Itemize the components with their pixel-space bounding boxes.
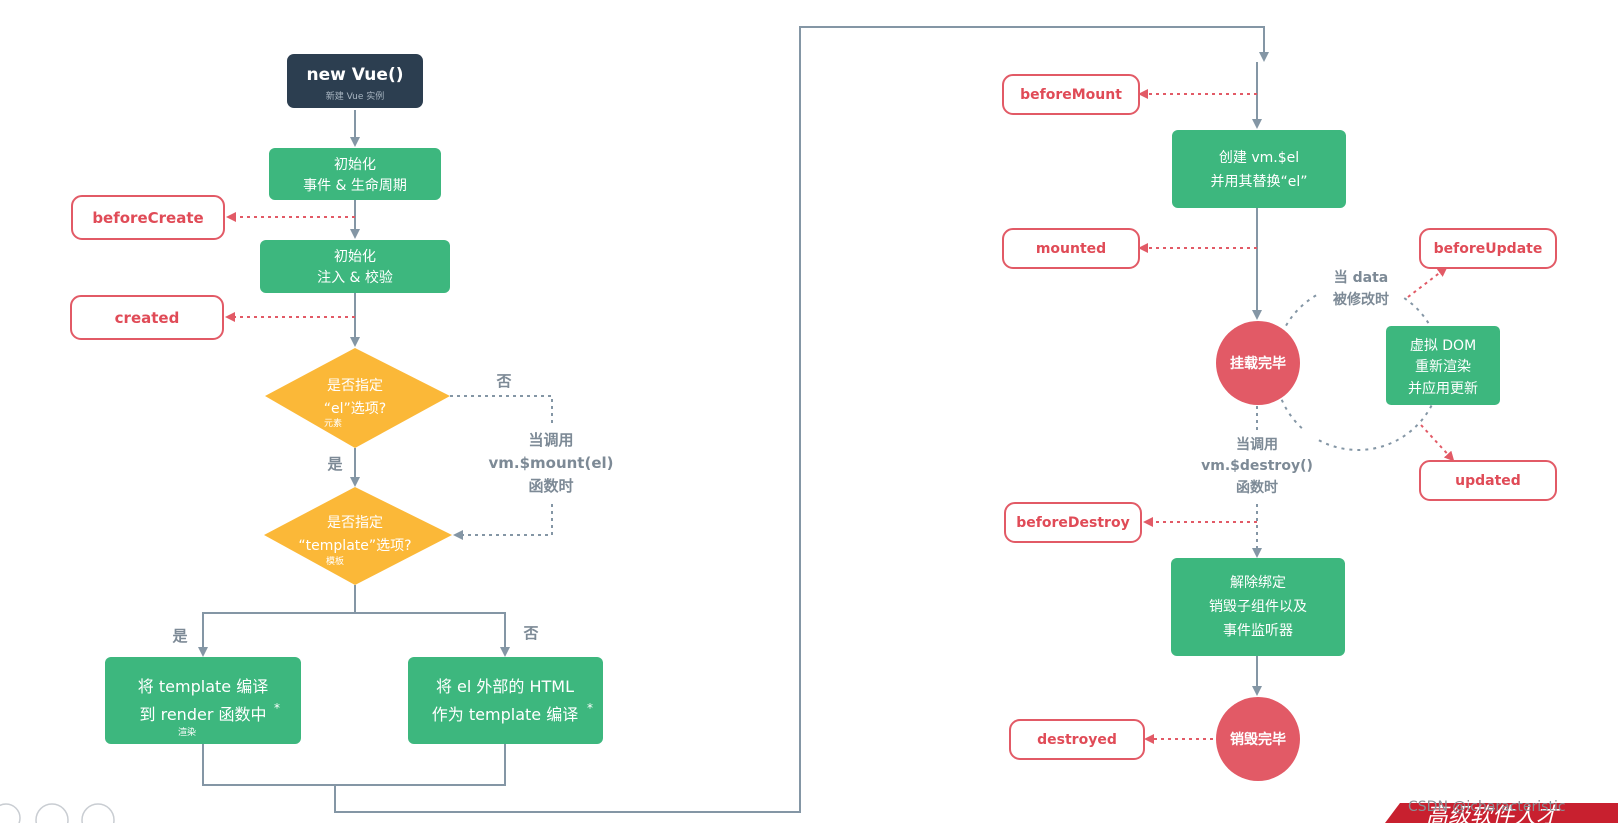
corner-banner-text: 高级软件人才 — [1426, 804, 1561, 823]
hook-beforeMount: beforeMount — [1002, 74, 1140, 115]
label-no-template: 否 — [522, 624, 538, 642]
compile-html-line-1: 将 el 外部的 HTML — [436, 677, 574, 696]
no-el-path — [450, 395, 553, 540]
destroy-call-line-3: 函数时 — [1236, 479, 1278, 496]
teardown-line-1: 解除绑定 — [1230, 575, 1286, 591]
hook-updated: updated — [1419, 460, 1557, 501]
connector-to-right-column — [334, 26, 1269, 813]
start-subtitle: 新建 Vue 实例 — [326, 90, 385, 102]
destroyed-state-label: 销毁完毕 — [1230, 731, 1286, 748]
destroy-call-caption: 当调用 vm.$destroy() 函数时 — [1200, 430, 1318, 500]
virtual-dom-node: 虚拟 DOM 重新渲染 并应用更新 — [1386, 326, 1500, 405]
decision-el-note: 元素 — [324, 417, 342, 429]
compile-template-node: 将 template 编译 到 render 函数中 * 渲染 — [105, 657, 301, 744]
teardown-line-3: 事件监听器 — [1223, 623, 1293, 639]
start-title: new Vue() — [307, 65, 404, 85]
mounted-state-label: 挂载完毕 — [1230, 355, 1286, 372]
zoom-icon — [35, 803, 69, 823]
start-node: new Vue() 新建 Vue 实例 — [287, 54, 423, 108]
branch-template — [198, 585, 356, 657]
hook-mounted-label: mounted — [1036, 241, 1106, 257]
destroyed-state: 销毁完毕 — [1216, 697, 1300, 781]
create-el-line-1: 创建 vm.$el — [1219, 150, 1299, 166]
create-el-line-2: 并用其替换“el” — [1210, 173, 1307, 190]
data-change-line-1: 当 data — [1334, 269, 1388, 286]
decision-template-line-1: 是否指定 — [327, 515, 383, 531]
teardown-node: 解除绑定 销毁子组件以及 事件监听器 — [1171, 558, 1345, 656]
compile-template-line-1: 将 template 编译 — [138, 677, 268, 696]
mounted-state: 挂载完毕 — [1216, 321, 1300, 405]
decision-template-note: 模板 — [326, 555, 344, 567]
compile-html-line-2: 作为 template 编译 — [432, 705, 578, 724]
teardown-line-2: 销毁子组件以及 — [1209, 599, 1307, 615]
data-change-caption: 当 data 被修改时 — [1320, 265, 1402, 311]
hook-created-label: created — [115, 309, 180, 327]
branch-html — [355, 612, 510, 657]
mount-call-line-3: 函数时 — [528, 477, 573, 495]
mount-call-caption: 当调用 vm.$mount(el) 函数时 — [488, 425, 616, 500]
compile-template-line-2: 到 render 函数中 — [140, 705, 267, 724]
hook-beforeUpdate: beforeUpdate — [1419, 228, 1557, 269]
init-events-line-2: 事件 & 生命周期 — [303, 177, 407, 194]
data-change-line-2: 被修改时 — [1333, 291, 1389, 308]
bottom-left-controls — [0, 803, 115, 823]
init-inject-line-2: 注入 & 校验 — [317, 269, 393, 286]
virtual-dom-line-1: 虚拟 DOM — [1410, 338, 1476, 354]
create-el-node: 创建 vm.$el 并用其替换“el” — [1172, 130, 1346, 208]
virtual-dom-line-2: 重新渲染 — [1415, 359, 1471, 375]
hook-beforeDestroy-label: beforeDestroy — [1016, 515, 1129, 531]
hook-created: created — [70, 295, 224, 340]
hook-arrow-updated — [1420, 424, 1455, 462]
hook-beforeCreate: beforeCreate — [71, 195, 225, 240]
compile-template-note: 渲染 — [178, 726, 196, 738]
hook-beforeUpdate-label: beforeUpdate — [1434, 241, 1543, 257]
decision-template: 是否指定 “template”选项? 模板 — [264, 487, 452, 585]
destroy-call-line-1: 当调用 — [1236, 436, 1278, 453]
init-events-line-1: 初始化 — [334, 156, 376, 173]
hook-destroyed: destroyed — [1009, 719, 1145, 760]
hook-beforeDestroy: beforeDestroy — [1004, 502, 1142, 543]
decision-template-line-2: “template”选项? — [298, 538, 411, 554]
label-no-el: 否 — [495, 372, 511, 390]
hook-destroyed-label: destroyed — [1037, 732, 1117, 748]
compile-html-node: 将 el 外部的 HTML 作为 template 编译 * — [408, 657, 603, 744]
hook-beforeMount-label: beforeMount — [1020, 87, 1122, 103]
mount-call-line-1: 当调用 — [528, 431, 573, 449]
hook-mounted: mounted — [1002, 228, 1140, 269]
destroy-call-line-2: vm.$destroy() — [1201, 458, 1313, 474]
corner-banner — [1385, 803, 1618, 823]
mount-call-line-2: vm.$mount(el) — [488, 454, 613, 472]
more-icon — [81, 803, 115, 823]
watermark: CSDN @icharacteristic — [1408, 799, 1566, 815]
decision-el: 是否指定 “el”选项? 元素 — [265, 348, 450, 448]
init-inject-node: 初始化 注入 & 校验 — [260, 240, 450, 293]
merge-left — [202, 744, 506, 786]
hook-updated-label: updated — [1455, 473, 1521, 489]
compile-html-star: * — [587, 701, 593, 715]
virtual-dom-line-3: 并应用更新 — [1408, 380, 1478, 397]
connectors-left — [198, 26, 1269, 813]
label-yes-template: 是 — [171, 627, 188, 645]
compile-template-star: * — [274, 701, 280, 715]
decision-el-line-1: 是否指定 — [327, 378, 383, 394]
label-yes-el: 是 — [326, 455, 343, 473]
decision-el-line-2: “el”选项? — [324, 401, 386, 417]
init-inject-line-1: 初始化 — [334, 248, 376, 265]
control-circle-icon — [0, 803, 21, 823]
hook-arrow-beforeUpdate — [1407, 266, 1448, 298]
init-events-node: 初始化 事件 & 生命周期 — [269, 148, 441, 200]
hook-beforeCreate-label: beforeCreate — [92, 209, 203, 227]
